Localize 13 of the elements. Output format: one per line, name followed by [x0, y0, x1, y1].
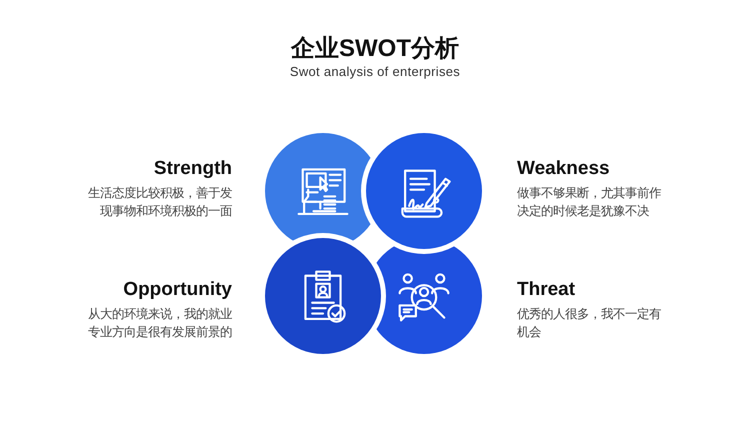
- title: 企业SWOT分析: [291, 34, 459, 64]
- quadrant-description: 生活态度比较积极，善于发现事物和环境积极的一面: [87, 185, 232, 220]
- quadrant-description: 优秀的人很多，我不一定有机会: [517, 306, 662, 341]
- quadrant-circle: [265, 238, 381, 354]
- quadrant-description: 从大的环境来说，我的就业专业方向是很有发展前景的: [87, 306, 232, 341]
- quadrant-description: 做事不够果断，尤其事前作决定的时候老是犹豫不决: [517, 185, 662, 220]
- quadrant-circle: [376, 246, 482, 354]
- quadrant-heading: Strength: [154, 158, 232, 180]
- subtitle: Swot analysis of enterprises: [290, 64, 460, 80]
- quadrant-circle: [366, 133, 482, 249]
- quadrant-heading: Opportunity: [123, 279, 232, 301]
- quadrant-heading: Weakness: [517, 158, 610, 180]
- quadrant-heading: Threat: [517, 279, 576, 301]
